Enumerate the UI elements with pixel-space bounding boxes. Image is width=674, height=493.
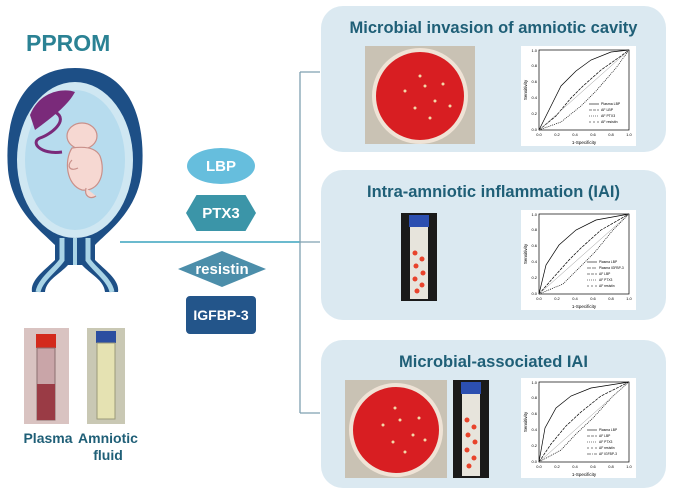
- agar-plate-photo: [345, 380, 447, 478]
- roc-x-tick: 0.0: [536, 464, 542, 469]
- roc-legend-entry: Plasma LBP: [599, 428, 618, 432]
- roc-y-tick: 0.2: [531, 111, 537, 116]
- roc-x-tick: 0.4: [572, 132, 578, 137]
- roc-y-tick: 0.4: [531, 95, 537, 100]
- roc-legend-entry: AF resistin: [601, 120, 618, 124]
- amniotic-fluid-tube-photo: [87, 328, 125, 424]
- roc-x-tick: 0.6: [590, 132, 596, 137]
- roc-x-tick: 0.2: [554, 132, 560, 137]
- roc-y-tick: 0.6: [531, 79, 537, 84]
- roc-x-tick: 0.8: [608, 132, 614, 137]
- roc-x-tick: 1.0: [626, 132, 632, 137]
- panel-title: Microbial invasion of amniotic cavity: [349, 19, 638, 37]
- roc-y-tick: 0.8: [531, 395, 537, 400]
- roc-x-tick: 0.2: [554, 464, 560, 469]
- roc-y-tick: 0.8: [531, 63, 537, 68]
- roc-legend-entry: AF LBP: [599, 272, 611, 276]
- roc-y-tick: 0.2: [531, 275, 537, 280]
- tube-photo: [453, 380, 489, 478]
- plasma-tube-photo: [24, 328, 69, 424]
- roc-chart: 1-Specificity Sensitivity 0.0 0.2 0.4 0.…: [521, 210, 636, 310]
- roc-y-tick: 0.6: [531, 243, 537, 248]
- uterus-fetus-illustration: [7, 68, 143, 293]
- panel-title: Intra-amniotic inflammation (IAI): [366, 183, 620, 201]
- roc-x-tick: 0.0: [536, 296, 542, 301]
- roc-legend-entry: AF LBP: [599, 434, 611, 438]
- roc-y-tick: 0.4: [531, 427, 537, 432]
- roc-legend-entry: AF PTX3: [599, 440, 613, 444]
- roc-ylabel: Sensitivity: [523, 411, 528, 432]
- roc-x-tick: 0.8: [608, 296, 614, 301]
- panel-microbial-invasion: Microbial invasion of amniotic cavity 1-…: [321, 6, 666, 152]
- roc-x-tick: 1.0: [626, 464, 632, 469]
- roc-x-tick: 0.6: [590, 464, 596, 469]
- roc-y-tick: 0.8: [531, 227, 537, 232]
- roc-legend-entry: AF resistin: [599, 446, 615, 450]
- marker-ptx3: PTX3: [186, 195, 256, 231]
- roc-x-tick: 0.4: [572, 464, 578, 469]
- marker-igfbp3: IGFBP-3: [186, 296, 256, 334]
- roc-ylabel: Sensitivity: [523, 243, 528, 264]
- roc-y-tick: 0.0: [531, 127, 537, 132]
- roc-legend-entry: AF resistin: [599, 284, 615, 288]
- roc-x-tick: 0.8: [608, 464, 614, 469]
- page-title: PPROM: [26, 30, 111, 56]
- roc-x-tick: 0.4: [572, 296, 578, 301]
- roc-y-tick: 0.6: [531, 411, 537, 416]
- roc-legend-entry: AF PTX3: [599, 278, 613, 282]
- roc-x-tick: 1.0: [626, 296, 632, 301]
- roc-y-tick: 0.0: [531, 459, 537, 464]
- roc-chart: 1-Specificity Sensitivity 0.0 0.2 0.4 0.…: [521, 46, 636, 146]
- amniotic-caption-line2: fluid: [93, 447, 123, 463]
- panel-microbial-associated-iai: Microbial-associated IAI 1-Specificity S…: [321, 340, 666, 488]
- tube-photo: [401, 213, 437, 301]
- roc-ylabel: Sensitivity: [523, 79, 528, 100]
- plasma-caption: Plasma: [23, 430, 73, 446]
- roc-y-tick: 0.2: [531, 443, 537, 448]
- roc-xlabel: 1-Specificity: [572, 472, 597, 477]
- roc-legend-entry: AF LBP: [601, 108, 614, 112]
- connector-lines: [120, 71, 320, 414]
- roc-xlabel: 1-Specificity: [572, 140, 597, 145]
- amniotic-fluid-caption: Amniotic fluid: [78, 430, 138, 464]
- panel-title: Microbial-associated IAI: [399, 353, 588, 371]
- roc-chart: 1-Specificity Sensitivity 0.0 0.2 0.4 0.…: [521, 378, 636, 478]
- roc-y-tick: 1.0: [531, 380, 537, 385]
- roc-y-tick: 0.4: [531, 259, 537, 264]
- roc-xlabel: 1-Specificity: [572, 304, 597, 309]
- roc-legend-entry: Plasma IGFBP-3: [599, 266, 624, 270]
- marker-lbp: LBP: [187, 148, 255, 184]
- roc-y-tick: 0.0: [531, 291, 537, 296]
- roc-legend-entry: Plasma LBP: [601, 102, 621, 106]
- roc-x-tick: 0.6: [590, 296, 596, 301]
- roc-legend-entry: AF IGFBP-3: [599, 452, 617, 456]
- agar-plate-photo: [365, 46, 475, 144]
- amniotic-caption-line1: Amniotic: [78, 430, 138, 446]
- panel-intra-amniotic-inflammation: Intra-amniotic inflammation (IAI) 1-Spec…: [321, 170, 666, 320]
- roc-y-tick: 1.0: [531, 48, 537, 53]
- roc-y-tick: 1.0: [531, 212, 537, 217]
- roc-legend-entry: Plasma LBP: [599, 260, 618, 264]
- roc-x-tick: 0.2: [554, 296, 560, 301]
- roc-legend-entry: AF PTX3: [601, 114, 615, 118]
- roc-x-tick: 0.0: [536, 132, 542, 137]
